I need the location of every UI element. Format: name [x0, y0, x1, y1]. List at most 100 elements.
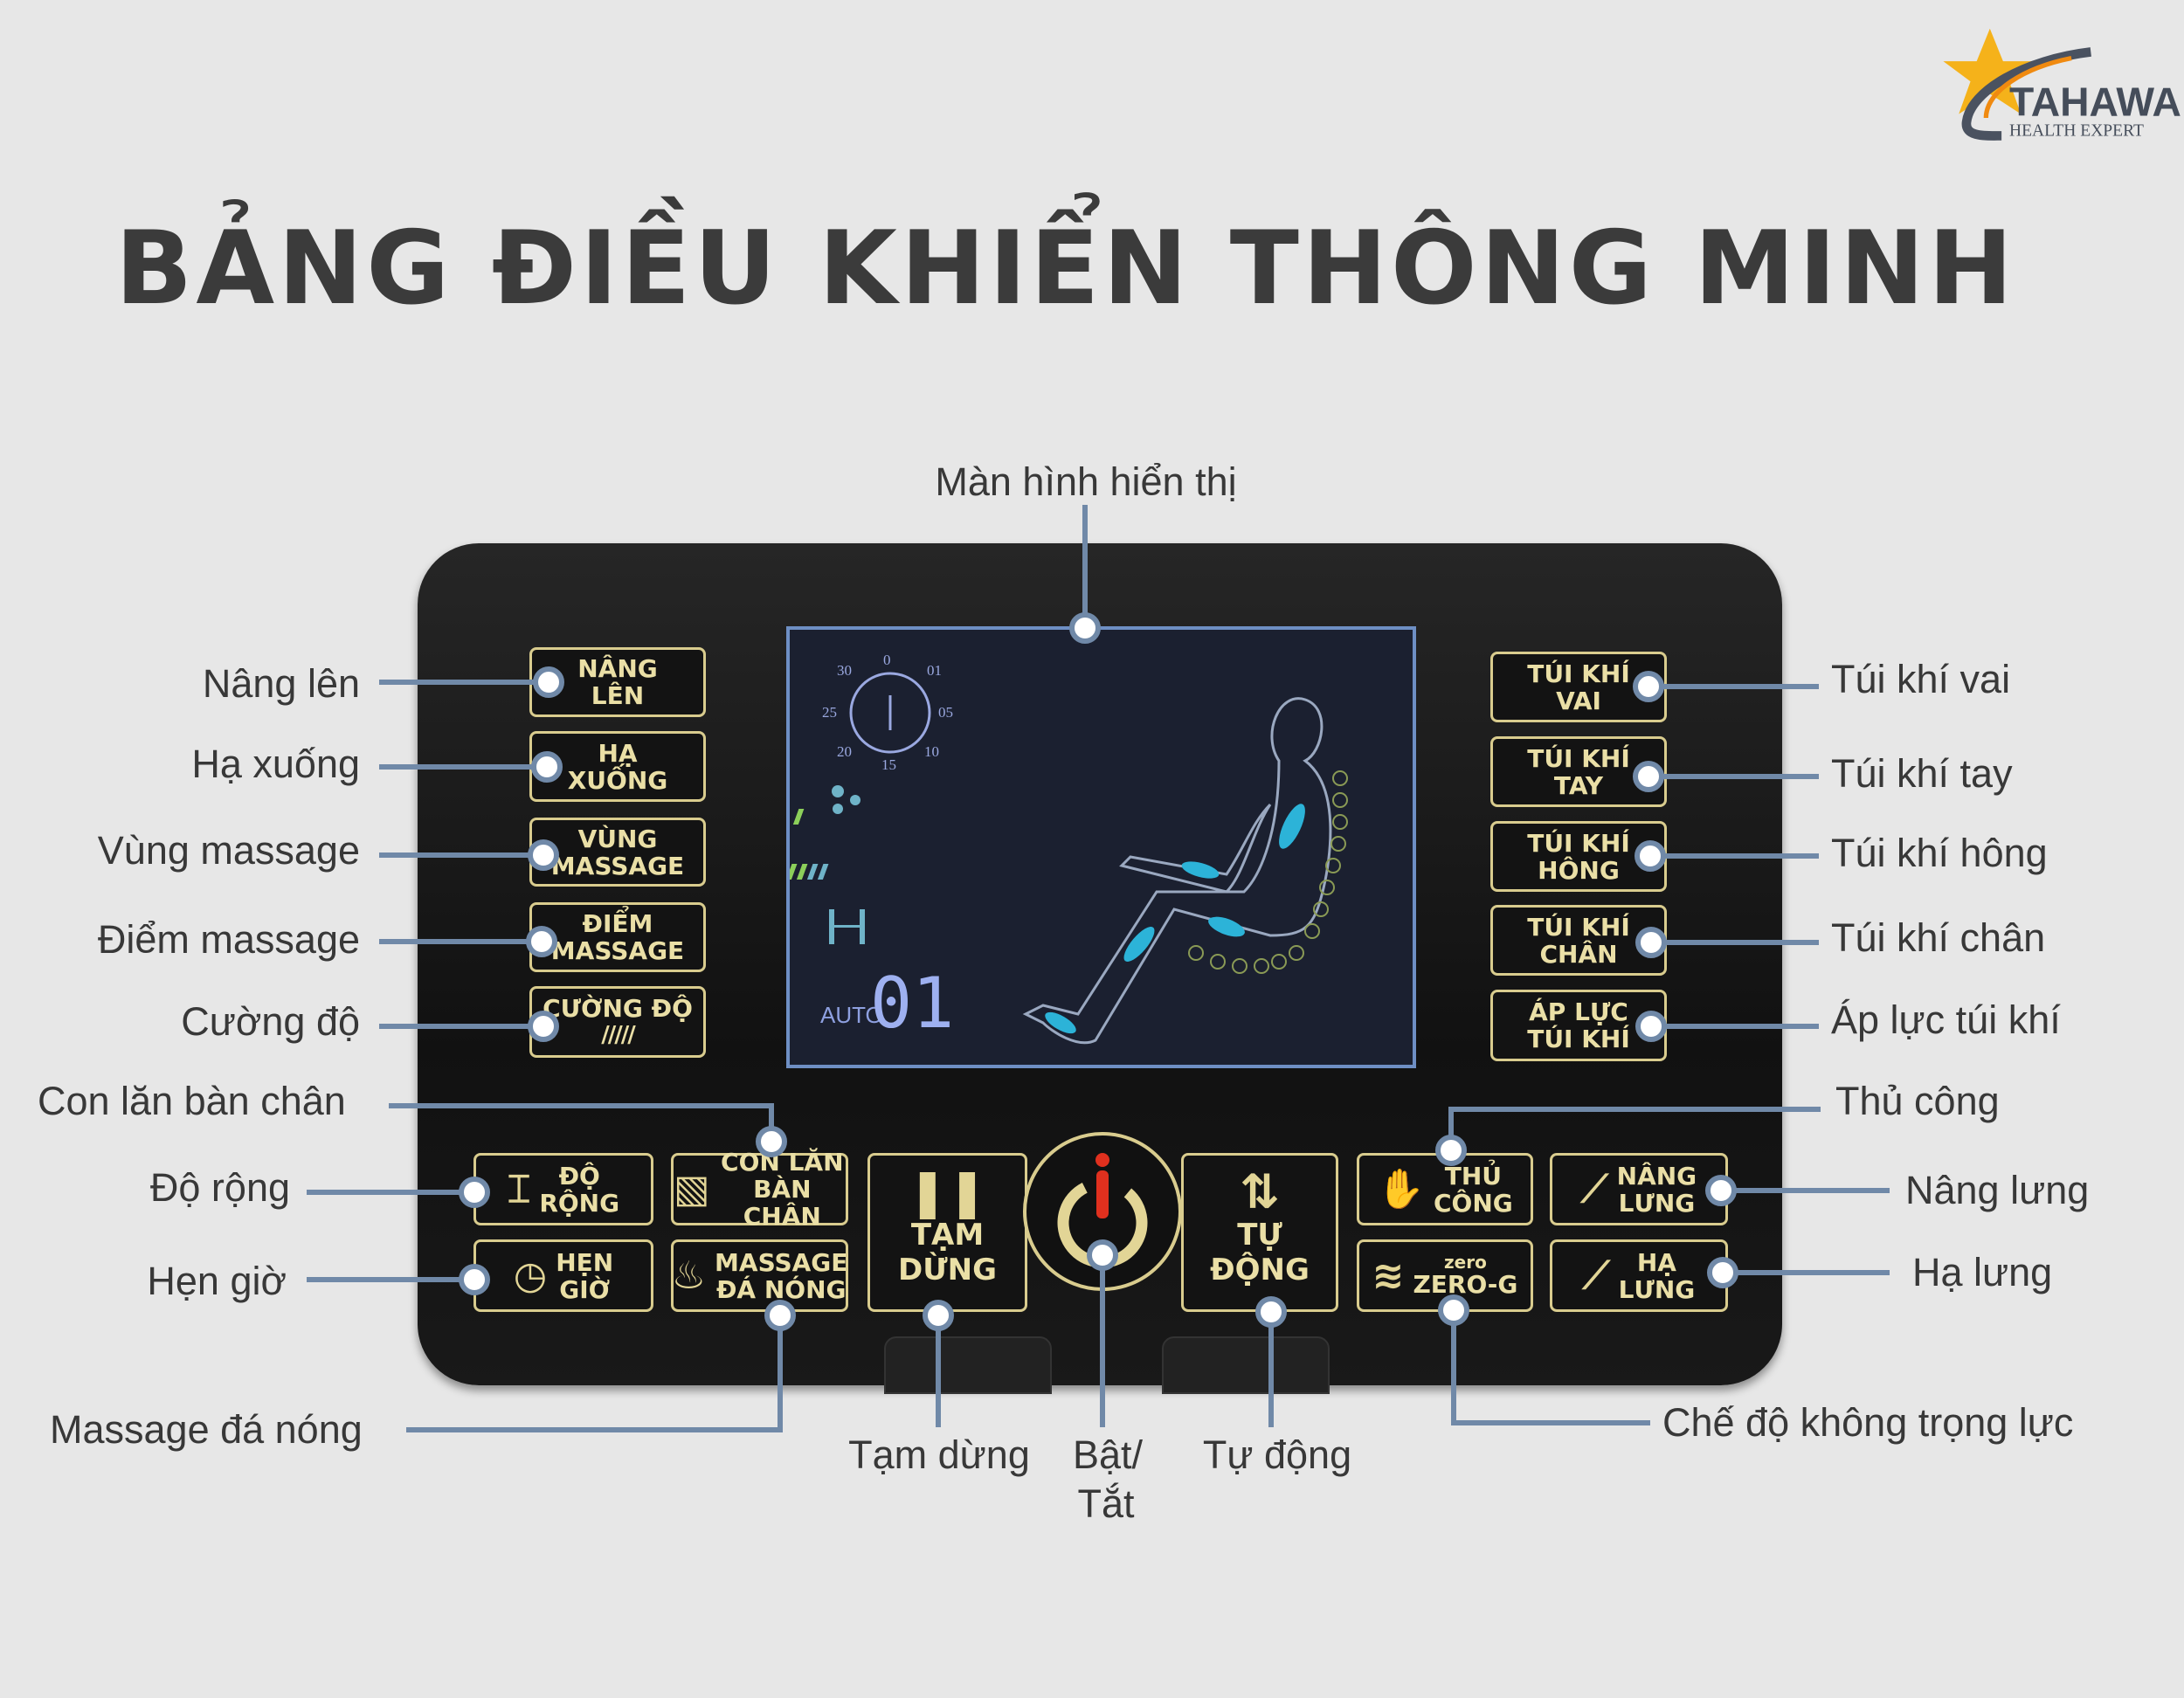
callout-nang-lung: Nâng lưng [1905, 1168, 2090, 1212]
thu-cong-icon: ✋ [1377, 1167, 1425, 1211]
callout-dot [459, 1177, 490, 1208]
callout-man-hinh: Màn hình hiển thị [935, 459, 1237, 504]
callout-zero-g: Chế độ không trọng lực [1662, 1400, 2074, 1445]
button-label: ÁP LỰC [1529, 997, 1628, 1026]
button-label: MASSAGE [550, 851, 685, 880]
clock-tick-label: 15 [881, 756, 896, 773]
clock-tick-label: 01 [927, 662, 942, 679]
callout-thu-cong: Thủ công [1835, 1079, 2000, 1123]
button-label: TẠM [910, 1217, 985, 1253]
svg-text:HEALTH EXPERT: HEALTH EXPERT [2009, 121, 2144, 140]
callout-dot [1633, 761, 1664, 792]
callout-dot [1635, 1011, 1667, 1042]
clock-tick-label: 20 [837, 743, 852, 760]
callout-dot [1087, 1239, 1118, 1271]
button-label: ĐIỂM [582, 909, 653, 938]
nang-lung-icon: ⟋ [1580, 1167, 1608, 1211]
callout-do-rong: Độ rộng [149, 1165, 290, 1210]
button-label: ĐỘNG [1210, 1252, 1310, 1287]
button-label: CHÂN [1539, 939, 1618, 969]
hen-gio-icon: ◷ [513, 1253, 548, 1298]
callout-tam-dung: Tạm dừng [848, 1432, 1030, 1477]
zero-g-icon: ≋ [1372, 1253, 1405, 1298]
callout-tui-khi-hong: Túi khí hông [1831, 831, 2048, 875]
callout-ha-lung: Hạ lưng [1912, 1250, 2053, 1294]
callout-vung-massage: Vùng massage [97, 828, 360, 873]
callout-bat-tat-1: Bật/ [1072, 1432, 1144, 1477]
roller-indicators [1188, 770, 1348, 974]
callout-dot [528, 839, 559, 871]
button-label: ZERO-G [1413, 1270, 1518, 1299]
button-label: VÙNG [577, 824, 658, 853]
callout-tui-khi-chan: Túi khí chân [1831, 915, 2046, 960]
button-label: XUỐNG [567, 765, 668, 795]
callout-dot [1707, 1257, 1738, 1288]
callout-dot [528, 1011, 559, 1042]
callout-dot [1255, 1296, 1287, 1328]
callout-tui-khi-vai: Túi khí vai [1831, 657, 2011, 701]
da-nong-icon: ♨ [671, 1253, 707, 1298]
callout-da-nong: Massage đá nóng [50, 1407, 363, 1452]
ha-lung-icon: ⟋ [1582, 1253, 1610, 1298]
mode-icons [785, 785, 865, 944]
callout-dot [923, 1300, 954, 1331]
page-title: BẢNG ĐIỀU KHIỂN THÔNG MINH [114, 210, 2017, 328]
callout-dot [1635, 840, 1666, 872]
timer-clock-icon [849, 672, 931, 754]
callout-dot [526, 926, 557, 957]
zero-small-text: zero [1444, 1252, 1487, 1273]
do-rong-icon: ⌶ [507, 1167, 531, 1211]
callout-dot [459, 1264, 490, 1295]
clock-tick-label: 25 [822, 704, 837, 721]
clock-tick-label: 10 [924, 743, 939, 760]
callout-ha-xuong: Hạ xuống [191, 742, 360, 786]
button-label: HẠ [1636, 1247, 1676, 1277]
button-label: LÊN [591, 681, 645, 710]
callout-dot [1069, 612, 1101, 644]
callout-bat-tat-2: Tắt [1077, 1481, 1135, 1526]
button-label: LƯNG [1618, 1188, 1696, 1218]
callout-dot [1633, 671, 1664, 702]
button-label: TÚI KHÍ [1527, 659, 1630, 688]
button-label: TÚI KHÍ [1527, 828, 1630, 858]
callout-diem-massage: Điểm massage [97, 917, 360, 962]
button-label: GIỜ [559, 1274, 611, 1304]
airbag-indicators [1045, 804, 1305, 1034]
button-label: THỦ [1444, 1161, 1503, 1191]
button-label: CON LĂN [721, 1148, 844, 1177]
power-button[interactable] [1023, 1132, 1182, 1291]
button-label: LƯNG [1618, 1274, 1696, 1304]
callout-tu-dong: Tự động [1202, 1432, 1352, 1477]
button-label: TÚI KHÍ [1527, 1025, 1630, 1053]
button-label: BÀN CHÂN [743, 1175, 821, 1231]
callout-dot [1438, 1294, 1469, 1326]
callout-dot [756, 1126, 787, 1157]
button-label: ĐỘ [558, 1161, 600, 1191]
callout-ap-luc: Áp lực túi khí [1831, 997, 2061, 1042]
button-label: ĐÁ NÓNG [715, 1274, 847, 1304]
button-label: CÔNG [1434, 1188, 1513, 1218]
callout-dot [531, 751, 563, 783]
panel-tab-right [1162, 1336, 1330, 1394]
clock-tick-label: 05 [938, 704, 953, 721]
callout-con-lan: Con lăn bàn chân [38, 1079, 346, 1123]
button-label: DỪNG [898, 1252, 997, 1287]
callout-dot [533, 666, 564, 698]
panel-tab-left [884, 1336, 1052, 1394]
callout-cuong-do: Cường độ [181, 999, 360, 1044]
button-label: VAI [1556, 686, 1601, 715]
button-label: HẸN [556, 1247, 614, 1277]
tahawa-logo: TAHAWA HEALTH EXPERT [1943, 28, 2181, 141]
